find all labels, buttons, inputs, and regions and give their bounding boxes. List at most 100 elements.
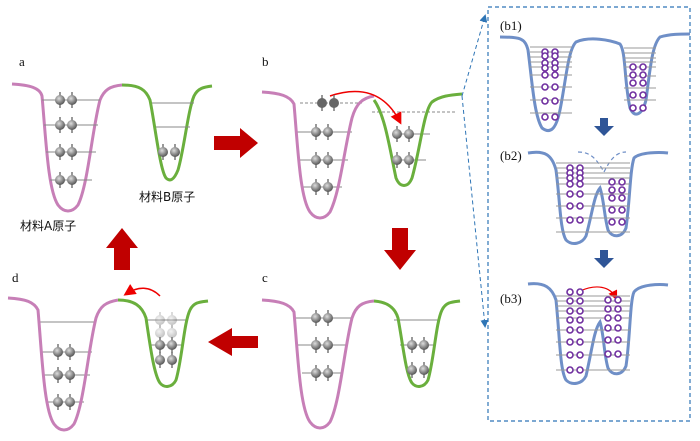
electron-icon	[67, 172, 77, 188]
electron-icon	[566, 366, 574, 374]
electron-icon	[566, 338, 574, 346]
zoom-line	[461, 14, 488, 97]
electron-icon	[604, 350, 612, 358]
panel-b: b	[261, 54, 463, 220]
electron-icon	[392, 152, 402, 168]
panel-c: c	[261, 270, 461, 430]
material-a-well	[7, 296, 119, 432]
b3-well	[527, 282, 669, 385]
panel-c-label: c	[262, 270, 268, 285]
electron-icon	[65, 344, 75, 360]
electron-icon	[55, 117, 65, 133]
electron-icon	[311, 179, 321, 195]
electron-icon	[608, 206, 616, 214]
material-b-well	[117, 298, 209, 388]
b3-label: (b3)	[500, 291, 522, 306]
electron-icon	[392, 126, 402, 142]
electron-icon	[65, 367, 75, 383]
electron-icon	[608, 218, 616, 226]
electron-icon	[551, 64, 559, 72]
electron-icon	[614, 324, 622, 332]
electron-icon	[618, 194, 626, 202]
electron-icon	[311, 337, 321, 353]
electron-icon	[618, 186, 626, 194]
electron-icon	[618, 178, 626, 186]
electron-icon	[608, 178, 616, 186]
electron-icon	[576, 216, 584, 224]
panel-a-label: a	[19, 54, 25, 69]
electron-icon	[639, 104, 647, 112]
electron-icon	[541, 113, 549, 121]
b2-label: (b2)	[500, 148, 522, 163]
electron-icon	[639, 91, 647, 99]
arrow-right-icon	[214, 128, 258, 158]
electron-icon	[541, 64, 549, 72]
panel-b-label: b	[262, 54, 269, 69]
electron-icon	[614, 296, 622, 304]
electron-icon	[404, 126, 414, 142]
electron-icon	[404, 152, 414, 168]
escape-arrow	[123, 284, 161, 297]
b1-label: (b1)	[500, 18, 522, 33]
electron-icon	[614, 336, 622, 344]
electron-icon	[576, 366, 584, 374]
material-b-label: 材料B原子	[139, 190, 195, 204]
electron-icon	[170, 144, 180, 160]
electron-icon	[566, 316, 574, 324]
b1-well	[499, 32, 691, 133]
electron-icon	[576, 326, 584, 334]
electron-icon	[55, 92, 65, 108]
electron-icon	[629, 63, 637, 71]
electron-icon	[639, 71, 647, 79]
electron-icon	[566, 326, 574, 334]
electron-icon	[576, 180, 584, 188]
electron-icon	[317, 95, 327, 111]
electron-icon	[67, 144, 77, 160]
electron-icon	[576, 288, 584, 296]
electron-icon	[629, 91, 637, 99]
panel-d-label: d	[12, 270, 19, 285]
electron-icon	[311, 152, 321, 168]
inset-panel: (b1) (b2) (b3)	[461, 6, 691, 422]
electron-icon	[551, 71, 559, 79]
electron-icon	[608, 194, 616, 202]
electron-icon	[639, 63, 647, 71]
electron-icon	[155, 337, 165, 353]
electron-icon	[604, 314, 612, 322]
electron-icon	[419, 362, 429, 378]
electron-icon	[566, 190, 574, 198]
electron-icon	[65, 394, 75, 410]
electron-icon	[53, 367, 63, 383]
electron-icon	[323, 179, 333, 195]
electron-icon	[604, 324, 612, 332]
panel-a: a 材料B原子 材料A原子	[11, 54, 440, 403]
electron-icon	[53, 394, 63, 410]
electron-icon	[53, 344, 63, 360]
electron-icon	[323, 310, 333, 326]
electron-icon	[566, 202, 574, 210]
electron-icon	[167, 352, 177, 368]
inset-arrow-down-icon	[594, 250, 614, 268]
electron-icon	[576, 190, 584, 198]
electron-icon	[551, 52, 559, 60]
electron-icon	[155, 352, 165, 368]
electron-icon	[614, 305, 622, 313]
electron-icon	[158, 144, 168, 160]
electron-icon	[55, 172, 65, 188]
electron-icon	[407, 362, 417, 378]
arrow-up-icon	[106, 228, 138, 270]
electron-icon	[576, 297, 584, 305]
electron-icon	[576, 316, 584, 324]
electron-icon	[618, 218, 626, 226]
electron-icon	[551, 97, 559, 105]
electron-icon	[614, 350, 622, 358]
electron-icon	[576, 351, 584, 359]
b2-well	[527, 150, 669, 245]
electron-icon	[629, 79, 637, 87]
electron-icon	[639, 79, 647, 87]
electron-icon	[551, 113, 559, 121]
b3-transfer-arrow	[579, 286, 618, 301]
electron-icon	[576, 202, 584, 210]
